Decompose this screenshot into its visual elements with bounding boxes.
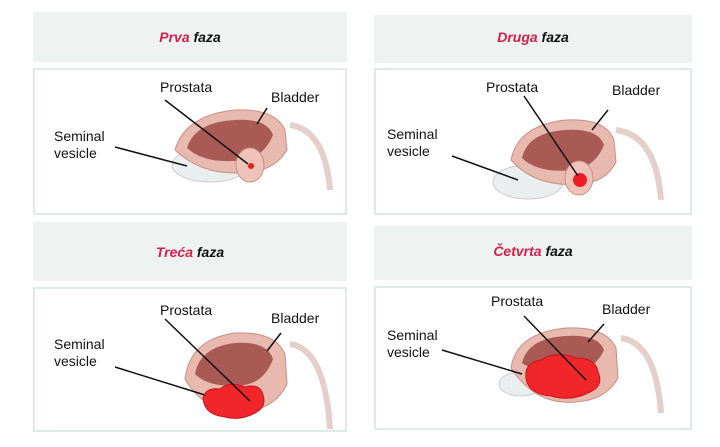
tumor	[202, 383, 265, 419]
seminal-line2: vesicle	[387, 344, 430, 360]
seminal-line1: Seminal	[387, 126, 438, 142]
stage-word: faza	[193, 29, 221, 45]
seminal-line1: Seminal	[387, 327, 438, 343]
anatomy-illustration	[451, 95, 664, 201]
bladder-label: Bladder	[602, 301, 651, 317]
tumor	[525, 354, 601, 399]
tumor	[573, 173, 587, 187]
anatomy-illustration	[114, 99, 333, 191]
prostate-label: Prostata	[160, 302, 213, 318]
seminal-line2: vesicle	[387, 143, 430, 159]
bladder-label: Bladder	[271, 310, 320, 326]
bladder-label: Bladder	[612, 82, 661, 98]
seminal-line1: Seminal	[54, 336, 105, 352]
anatomy-illustration	[114, 318, 333, 430]
stage-word: faza	[196, 244, 225, 260]
stage-2-header: Druga faza	[374, 15, 692, 63]
anatomy-illustration	[441, 315, 664, 414]
tumor	[248, 163, 254, 169]
stage-4-header: Četvrta faza	[374, 226, 692, 280]
seminal-line1: Seminal	[54, 128, 105, 144]
stage-name: Četvrta	[493, 243, 542, 259]
stage-name: Treća	[155, 244, 193, 260]
prostate-label: Prostata	[486, 79, 539, 95]
bladder-label: Bladder	[271, 89, 320, 105]
stage-name: Prva	[159, 29, 190, 45]
stage-name: Druga	[497, 29, 538, 45]
stage-word: faza	[545, 243, 573, 259]
prostate-label: Prostata	[491, 293, 544, 309]
stage-1-header: Prva faza	[33, 12, 347, 62]
prostate-label: Prostata	[160, 79, 213, 95]
seminal-line2: vesicle	[54, 353, 97, 369]
stage-3-header: Treća faza	[33, 222, 347, 281]
stage-word: faza	[541, 29, 569, 45]
seminal-line2: vesicle	[54, 145, 97, 161]
